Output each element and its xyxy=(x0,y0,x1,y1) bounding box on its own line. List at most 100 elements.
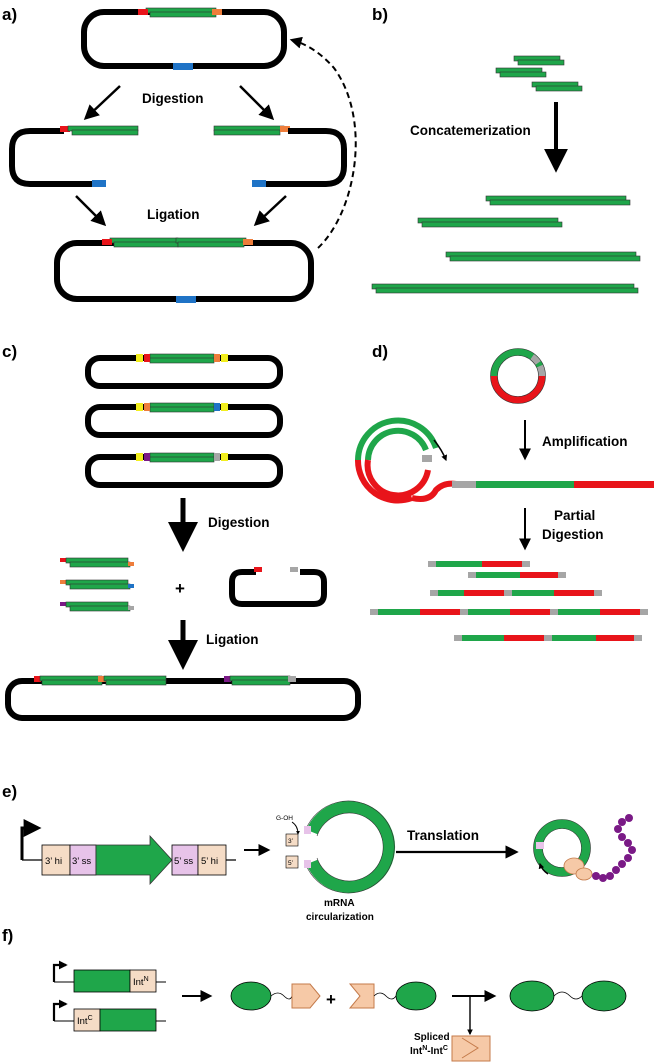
label-digestion-c: Digestion xyxy=(208,515,270,530)
panel-c: c) Digestion xyxy=(2,342,361,721)
insert-green-top-2 xyxy=(149,11,217,18)
insert-bottom-blue xyxy=(176,296,196,303)
intein-c-icon xyxy=(348,983,375,1009)
digested-fragments-c xyxy=(60,557,134,612)
arrow-ligate-right xyxy=(253,195,287,227)
monomer-fragments xyxy=(495,55,583,92)
label-3end: 3’ xyxy=(288,838,294,845)
label-intc: IntC xyxy=(77,1015,93,1027)
panel-f-label: f) xyxy=(2,926,13,945)
label-circularization: circularization xyxy=(306,912,374,923)
insert-bottom-red xyxy=(102,239,112,245)
label-spliced: Spliced xyxy=(414,1032,450,1043)
arrow-rotation-d xyxy=(433,439,448,462)
plus-c: + xyxy=(175,579,185,598)
box-3ss xyxy=(69,844,97,876)
box-3end xyxy=(285,833,299,847)
mrna-ring-outline-outer xyxy=(305,800,395,894)
box-5hi xyxy=(197,844,227,876)
box-5end xyxy=(285,855,299,869)
concatemer-rows xyxy=(371,195,641,294)
intein-n-icon xyxy=(291,983,321,1009)
backbone-c-gray xyxy=(290,567,298,572)
label-concatemerization: Concatemerization xyxy=(410,123,531,138)
panel-d: d) Amplification Partial Digestion xyxy=(354,342,654,641)
panel-f: f) IntN IntC + Spliced IntN-IntC xyxy=(2,926,627,1062)
site-red-top xyxy=(138,9,148,15)
digested-left-blue xyxy=(92,180,106,187)
digested-right-backbone xyxy=(262,128,347,187)
panel-e: e) 3’ hi 3’ ss 5’ ss 5’ hi 3’ 5’ G-OH mR… xyxy=(2,782,636,923)
circular-template xyxy=(490,348,546,404)
label-translation: Translation xyxy=(407,828,479,843)
plasmid-bottom xyxy=(54,240,314,302)
digested-backbone-c xyxy=(229,569,327,607)
label-mrna: mRNA xyxy=(324,898,355,909)
panel-a: a) Digestion Ligation xyxy=(2,5,357,303)
spliced-intein-chevron-icon xyxy=(461,1037,479,1059)
spliced-intein-box xyxy=(451,1035,491,1062)
label-ligation-c: Ligation xyxy=(206,632,259,647)
translating-ring xyxy=(533,819,591,877)
promoter-f2 xyxy=(52,999,68,1021)
arrow-cycle-dashed xyxy=(289,36,357,249)
insert-bottom-orange xyxy=(243,239,253,245)
label-3ss: 3’ ss xyxy=(72,856,91,867)
label-partial-2: Digestion xyxy=(542,527,604,542)
assembled-inserts-c xyxy=(34,675,296,686)
polypeptide-chain xyxy=(592,814,636,882)
label-ligation-a: Ligation xyxy=(147,207,200,222)
label-digestion-a: Digestion xyxy=(142,91,204,106)
promoter-e xyxy=(20,819,42,860)
gene-box-f1 xyxy=(73,969,131,993)
backbone-c-red xyxy=(254,567,262,572)
box-5ss xyxy=(171,844,199,876)
label-goh: G-OH xyxy=(276,815,293,822)
arrow-digest-right xyxy=(239,85,275,121)
site-orange-top xyxy=(212,9,222,15)
plasmid-top xyxy=(81,9,287,69)
plus-f: + xyxy=(326,990,336,1009)
ellipsis-c: ... xyxy=(190,672,201,687)
insert-bottom-green-2 xyxy=(113,241,179,248)
rolling-circle xyxy=(354,417,654,504)
plasmid-c-inserts xyxy=(136,353,228,463)
label-5hi: 5’ hi xyxy=(201,856,218,867)
arrow-ligate-left xyxy=(75,195,107,227)
digested-right-orange xyxy=(280,126,290,132)
digested-left-green-2 xyxy=(71,129,139,136)
linker-c xyxy=(373,992,397,1000)
label-amplification: Amplification xyxy=(542,434,628,449)
arrow-ring-direction xyxy=(538,862,549,875)
digested-right-blue xyxy=(252,180,266,187)
ribosome-icon xyxy=(563,857,593,881)
spliced-protein-n xyxy=(509,980,555,1012)
digested-left-red xyxy=(60,126,70,132)
label-spliced-intn-intc: IntN-IntC xyxy=(410,1045,448,1057)
panel-b-label: b) xyxy=(372,5,388,24)
linker-n xyxy=(270,992,293,1000)
site-blue-top xyxy=(173,63,193,70)
protein-c-half xyxy=(395,981,437,1011)
spliced-protein-c xyxy=(581,980,627,1012)
mrna-site-bottom xyxy=(304,860,311,868)
label-3hi: 3’ hi xyxy=(45,856,62,867)
label-5end: 5’ xyxy=(288,860,294,867)
promoter-f1 xyxy=(52,960,68,982)
mrna-ring-outline-inner xyxy=(316,812,384,882)
arrow-goh xyxy=(291,821,300,835)
gene-box-f2 xyxy=(99,1008,157,1032)
panel-c-label: c) xyxy=(2,342,17,361)
label-5ss: 5’ ss xyxy=(174,856,193,867)
arrow-digest-left xyxy=(83,85,121,121)
intn-box xyxy=(129,969,157,993)
panel-d-label: d) xyxy=(372,342,388,361)
panel-b: b) Concatemerization xyxy=(371,5,641,294)
protein-n-half xyxy=(230,981,272,1011)
panel-e-label: e) xyxy=(2,782,17,801)
digested-left-backbone xyxy=(9,128,100,187)
insert-bottom-green-4 xyxy=(177,241,245,248)
digested-right-green-2 xyxy=(213,129,281,136)
label-partial-1: Partial xyxy=(554,508,595,523)
